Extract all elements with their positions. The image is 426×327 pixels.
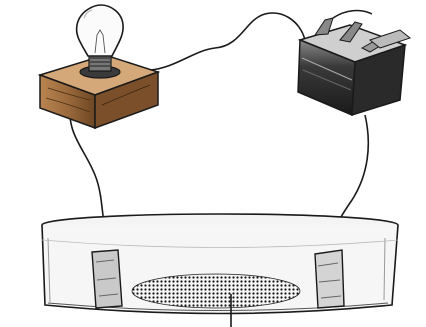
beaker	[41, 213, 399, 315]
left-electrode	[91, 249, 123, 309]
wire-bulb-to-battery	[149, 12, 306, 71]
right-electrode	[314, 249, 345, 309]
bulb-holder	[37, 54, 161, 130]
battery	[297, 9, 412, 117]
powder-substance	[131, 273, 301, 309]
light-bulb	[75, 4, 124, 72]
